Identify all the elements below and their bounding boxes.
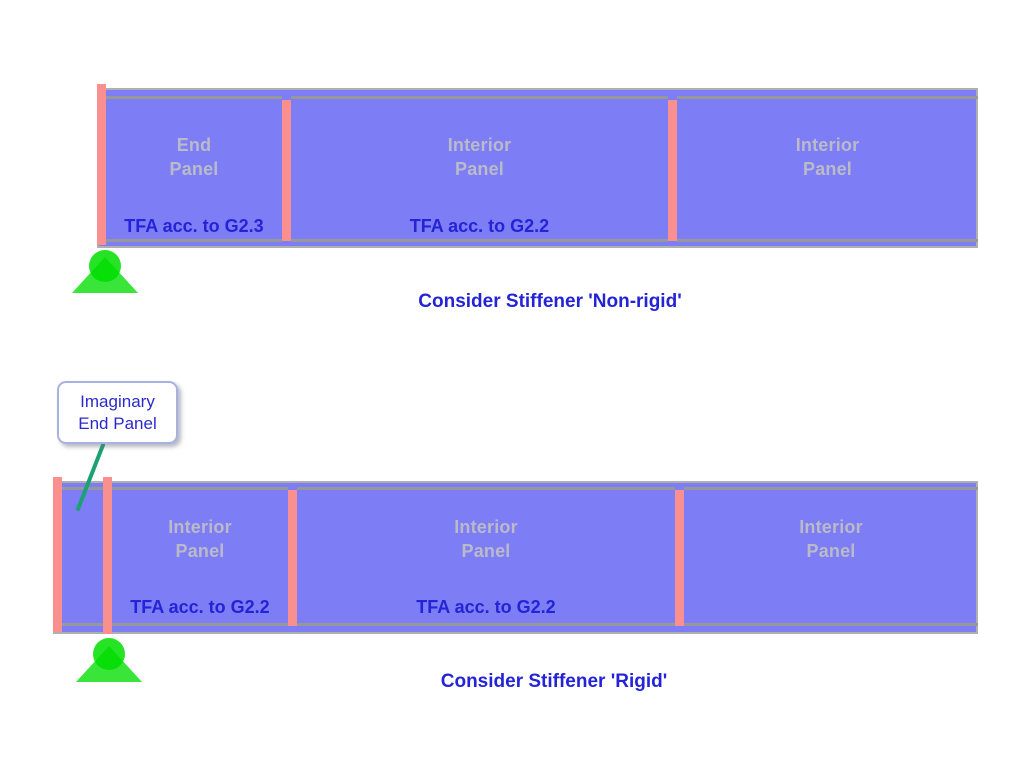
panel-label-line2: Panel [175,541,225,561]
callout-line2: End Panel [78,413,157,433]
girder-rigid: Interior Panel TFA acc. to G2.2 Interior… [53,477,978,634]
panel-label: Interior Panel [684,515,978,563]
panel-label: Interior Panel [297,515,675,563]
stiffener [97,84,106,245]
panel-label: Interior Panel [291,133,668,181]
panel-label-line1: Interior [168,517,232,537]
interior-panel: Interior Panel TFA acc. to G2.2 [297,487,675,626]
imaginary-end-panel [62,487,103,626]
stiffener [675,490,684,626]
panel-label: Interior Panel [112,515,288,563]
panel-label-line2: Panel [802,159,853,179]
callout-imaginary-end-panel: Imaginary End Panel [57,381,178,444]
support-circle-icon [93,638,125,670]
panel-label-line1: End [176,135,212,155]
callout-leader-line [76,443,105,511]
interior-panel: Interior Panel TFA acc. to G2.2 [291,96,668,242]
tfa-note: TFA acc. to G2.2 [130,597,270,617]
panel-label-line1: Interior [795,135,860,155]
stiffener [103,477,112,634]
tfa-note: TFA acc. to G2.3 [124,216,264,236]
stiffener [282,100,291,241]
panel-label: End Panel [106,133,282,181]
callout-line1: Imaginary [80,391,155,411]
panel-label-line2: Panel [806,541,856,561]
panel-label-line2: Panel [169,159,219,179]
tfa-note: TFA acc. to G2.2 [416,597,556,617]
interior-panel: Interior Panel [677,96,978,242]
support-circle-icon [89,250,121,282]
caption-non-rigid: Consider Stiffener 'Non-rigid' [418,291,682,312]
panel-label: Interior Panel [677,133,978,181]
end-panel: End Panel TFA acc. to G2.3 [106,96,282,242]
interior-panel: Interior Panel [684,487,978,626]
interior-panel: Interior Panel TFA acc. to G2.2 [112,487,288,626]
stiffener [288,490,297,626]
caption-rigid: Consider Stiffener 'Rigid' [440,671,668,692]
girder-non-rigid: End Panel TFA acc. to G2.3 Interior Pane… [97,84,978,248]
panel-label-line1: Interior [454,517,518,537]
panel-label-line2: Panel [461,541,511,561]
tfa-note: TFA acc. to G2.2 [409,216,550,236]
stiffener [668,100,677,241]
panel-label-line2: Panel [454,159,505,179]
stiffener [53,477,62,632]
panel-label-line1: Interior [799,517,863,537]
panel-label-line1: Interior [447,135,512,155]
